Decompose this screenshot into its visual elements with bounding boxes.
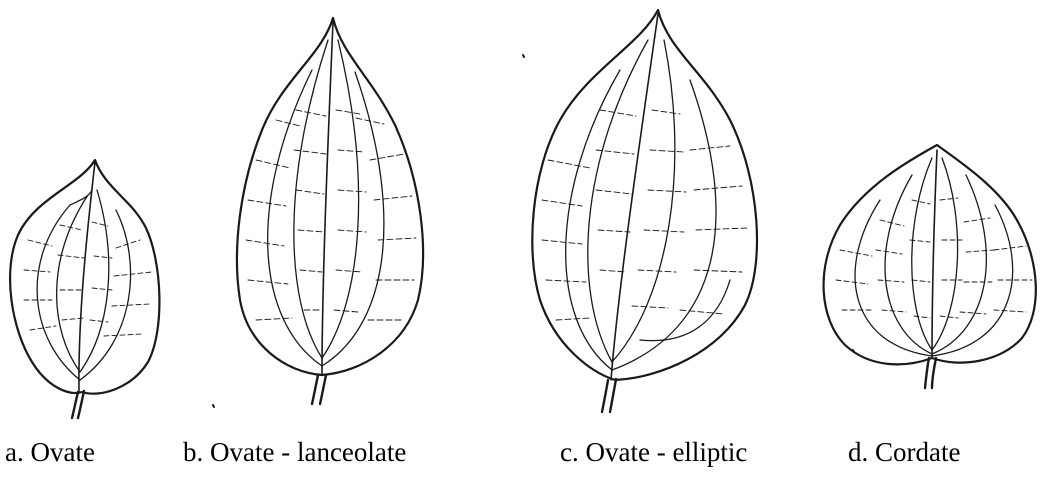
leaf-ovate-veins bbox=[37, 190, 130, 380]
leaf-cordate bbox=[824, 145, 1036, 388]
leaf-ovate-elliptic bbox=[532, 10, 757, 412]
caption-ovate-lanceolate: b. Ovate - lanceolate bbox=[183, 436, 406, 468]
leaf-ovate-lanceolate-reticulation bbox=[246, 110, 416, 320]
leaf-ovate-lanceolate-midrib bbox=[322, 22, 333, 375]
caption-cordate: d. Cordate bbox=[848, 436, 960, 468]
leaf-ovate bbox=[10, 160, 159, 418]
leaf-ovate-stem bbox=[72, 391, 84, 418]
leaf-ovate-lanceolate bbox=[237, 18, 423, 404]
leaf-ovate-outline bbox=[10, 160, 159, 394]
caption-ovate-elliptic: c. Ovate - elliptic bbox=[560, 436, 747, 468]
leaf-cordate-midrib bbox=[932, 150, 937, 358]
leaf-ovate-reticulation bbox=[24, 222, 152, 336]
leaf-ovate-elliptic-reticulation bbox=[542, 110, 748, 320]
leaf-cordate-stem bbox=[925, 358, 936, 388]
leaf-cordate-outline bbox=[824, 145, 1036, 364]
caption-ovate: a. Ovate bbox=[5, 436, 95, 468]
leaf-ovate-elliptic-stem bbox=[602, 379, 616, 412]
leaf-ovate-lanceolate-stem bbox=[312, 375, 326, 404]
leaf-ovate-elliptic-outline bbox=[532, 10, 757, 380]
leaf-ovate-lanceolate-outline bbox=[237, 18, 423, 375]
leaf-ovate-elliptic-midrib bbox=[611, 14, 658, 380]
